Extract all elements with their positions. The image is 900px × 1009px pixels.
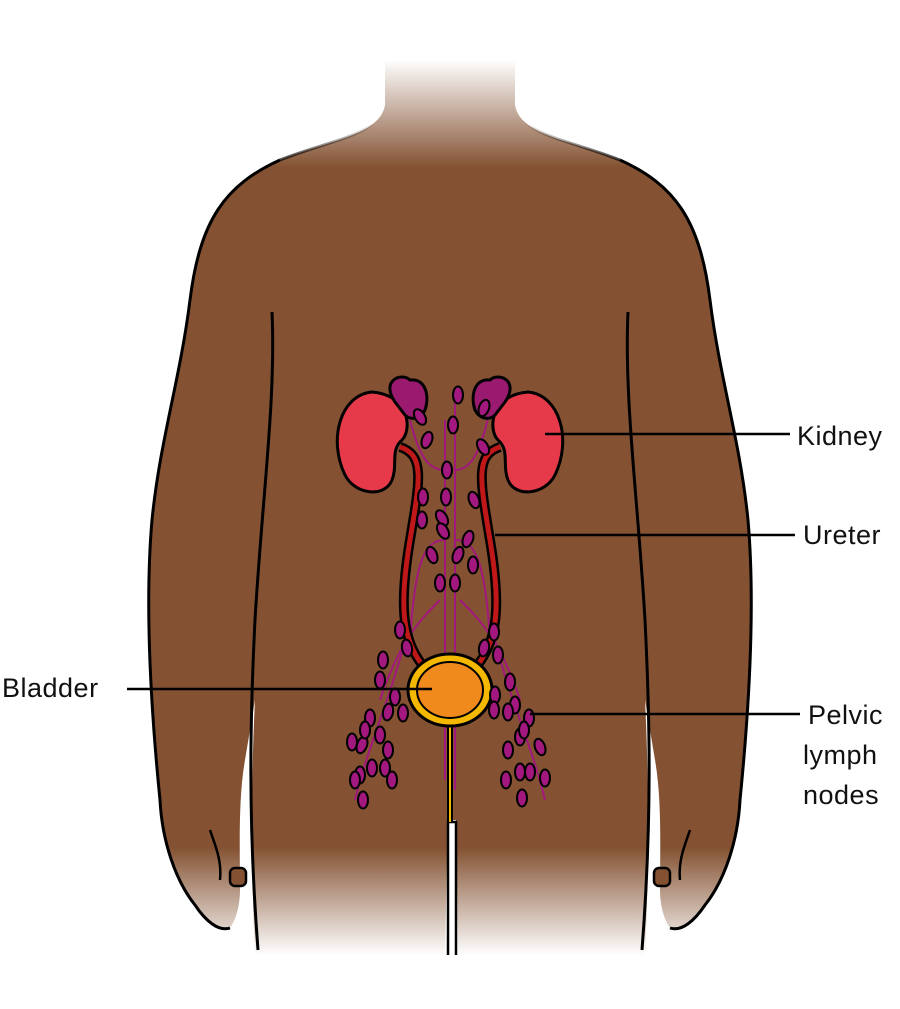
- lymph-node: [435, 522, 451, 540]
- lymph-node: [381, 702, 395, 722]
- lymph-node: [416, 510, 428, 530]
- lymph-node: [449, 573, 461, 593]
- pelvic-label-line3: nodes: [803, 780, 880, 810]
- lymph-node: [412, 408, 428, 426]
- lymph-node: [461, 529, 475, 549]
- lymph-node: [524, 762, 536, 782]
- lymph-node: [374, 670, 386, 690]
- lymph-node: [488, 700, 500, 720]
- bladder: [406, 652, 494, 822]
- lymph-node: [477, 398, 491, 418]
- lymph-node: [386, 770, 398, 790]
- lymph-node: [502, 702, 514, 722]
- lymph-node: [516, 788, 528, 808]
- lymph-node: [514, 762, 526, 782]
- lymph-node: [539, 768, 551, 788]
- lymph-node: [420, 430, 434, 450]
- left-thumbnail: [228, 866, 248, 888]
- lymph-node: [389, 687, 401, 707]
- lymph-node: [377, 650, 389, 670]
- lymph-nodes: [346, 385, 551, 810]
- lymph-node: [477, 638, 491, 658]
- right-kidney: [471, 375, 565, 494]
- lymph-node: [467, 490, 481, 510]
- lymph-node: [434, 573, 446, 593]
- lymph-node: [533, 737, 547, 757]
- lymph-node: [488, 622, 500, 642]
- right-thumbnail: [652, 866, 672, 888]
- lymph-node: [382, 740, 394, 760]
- left-adrenal-gland: [388, 375, 429, 420]
- ureter-label: Ureter: [803, 520, 882, 550]
- lymph-node: [379, 758, 391, 778]
- lymph-node: [451, 545, 465, 565]
- lymph-node: [452, 385, 464, 405]
- pelvic-label-line2: lymph: [803, 740, 878, 770]
- lymph-node: [349, 770, 361, 790]
- lymph-node: [441, 460, 453, 480]
- lymph-node: [357, 790, 369, 810]
- lymph-node: [447, 415, 459, 435]
- lymph-node: [366, 758, 378, 778]
- bladder-label: Bladder: [2, 673, 99, 703]
- pelvic-label-line1: Pelvic: [808, 700, 884, 730]
- lymph-node: [500, 770, 512, 790]
- lymph-node: [467, 555, 479, 575]
- body-silhouette: [147, 60, 753, 955]
- lymph-node: [417, 487, 429, 507]
- lymph-node: [400, 638, 414, 658]
- lymph-node: [518, 720, 530, 740]
- lymph-node: [504, 672, 516, 692]
- lymph-node: [440, 487, 452, 507]
- kidney-label: Kidney: [797, 421, 883, 451]
- lymph-node: [475, 438, 491, 456]
- leader-lines: [127, 432, 800, 716]
- lymph-node: [425, 545, 439, 565]
- lymph-node: [502, 740, 514, 760]
- lymph-node: [359, 720, 371, 740]
- lymph-node: [374, 725, 386, 745]
- lymph-node: [346, 732, 358, 752]
- lymph-node: [394, 620, 406, 640]
- left-kidney: [335, 375, 429, 494]
- lymph-node: [397, 703, 409, 723]
- lymph-node: [492, 645, 504, 665]
